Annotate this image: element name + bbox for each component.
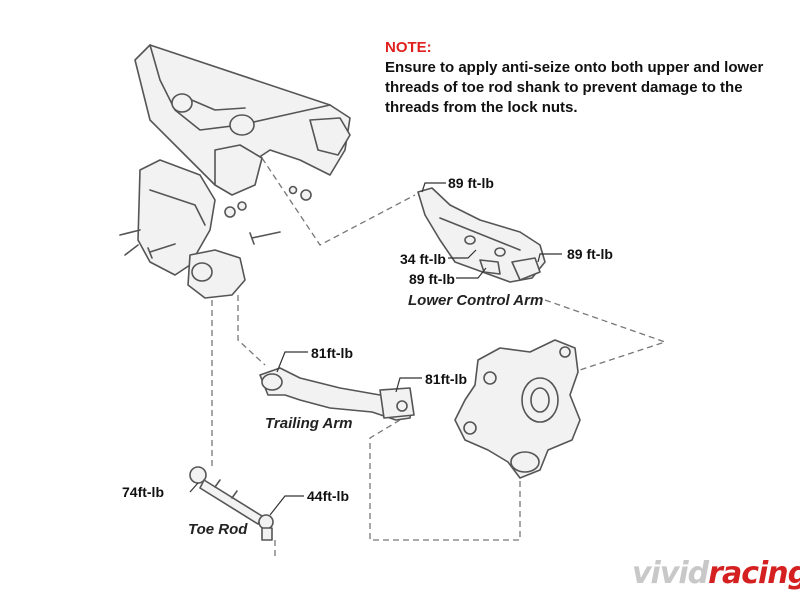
lower-control-arm-drawing [417, 187, 546, 283]
torque-label-trailing-top: 81ft-lb [311, 345, 353, 361]
torque-label-toe-left: 74ft-lb [122, 484, 164, 500]
vividracing-watermark: vividracing [632, 556, 800, 591]
torque-label-lca-upper: 89 ft-lb [448, 175, 494, 191]
leader-lines [189, 182, 562, 516]
part-label-lower-control-arm: Lower Control Arm [408, 292, 544, 309]
torque-label-lca-right: 89 ft-lb [567, 246, 613, 262]
torque-label-lca-left-bottom: 89 ft-lb [409, 271, 455, 287]
installation-note: NOTE: Ensure to apply anti-seize onto bo… [385, 38, 785, 118]
note-body: Ensure to apply anti-seize onto both upp… [385, 59, 764, 116]
knuckle-drawing [454, 339, 581, 479]
torque-label-trailing-right: 81ft-lb [425, 371, 467, 387]
watermark-part-1: vivid [632, 556, 709, 591]
watermark-text: vividracing [632, 556, 800, 591]
hardware [147, 185, 312, 259]
toe-rod-drawing [189, 466, 274, 541]
assembly-guides [211, 157, 668, 560]
torque-label-lca-left-top: 34 ft-lb [400, 251, 446, 267]
part-label-toe-rod: Toe Rod [188, 521, 248, 538]
part-label-trailing-arm: Trailing Arm [265, 415, 353, 432]
note-title: NOTE: [385, 39, 432, 56]
trailing-arm-drawing [259, 367, 415, 421]
watermark-part-2: racing [708, 556, 800, 591]
rear-subframe [119, 44, 351, 299]
torque-label-toe-right: 44ft-lb [307, 488, 349, 504]
